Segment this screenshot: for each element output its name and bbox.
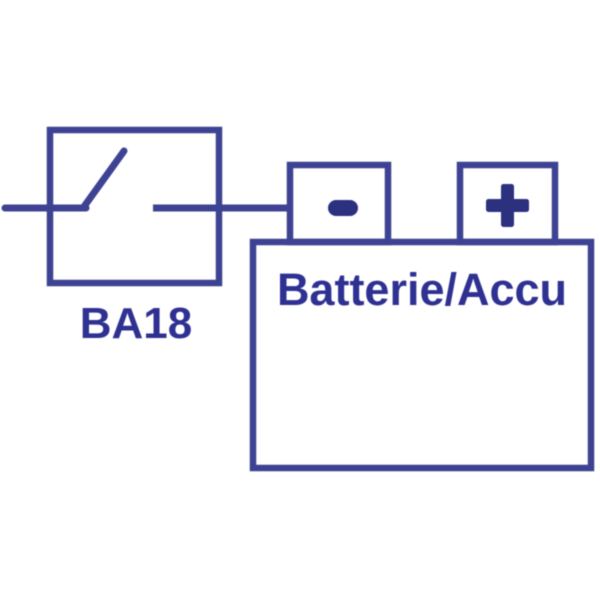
battery-label: Batterie/Accu bbox=[276, 264, 568, 315]
switch-label: BA18 bbox=[79, 299, 193, 348]
open-switch-icon bbox=[79, 147, 128, 212]
minus-icon bbox=[328, 200, 358, 216]
plus-icon bbox=[486, 184, 529, 227]
battery-box bbox=[249, 238, 595, 472]
